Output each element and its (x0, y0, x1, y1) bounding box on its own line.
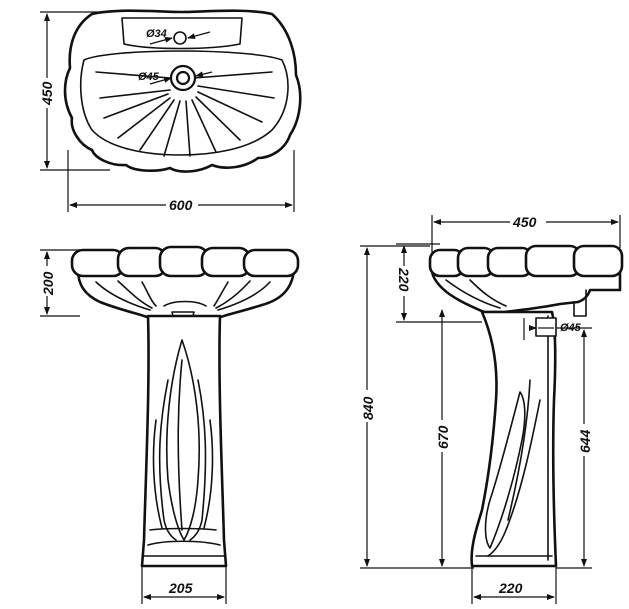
side-view-rim-scallops (428, 244, 624, 278)
front-view-bowl-ribs (95, 280, 271, 311)
top-view-drain-hole-label: Ø45 (138, 71, 160, 83)
top-view-tap-hole (173, 31, 187, 45)
top-view-depth-label: 450 (39, 81, 55, 106)
side-view-total-height-label: 840 (360, 396, 376, 420)
side-view-depth-label: 450 (512, 214, 537, 230)
front-view-leaf-ornament (147, 339, 221, 546)
front-view-basin-height-label: 200 (40, 271, 56, 296)
top-view-fan-ribs (95, 71, 275, 157)
top-view-drain-inner (175, 70, 191, 86)
front-view-pedestal-width-label: 205 (168, 580, 193, 596)
side-view-leaf-ornament (475, 379, 553, 557)
side-view-base-width-label: 220 (498, 580, 523, 596)
front-view-rim-scallops (70, 245, 300, 278)
side-view-drain-label: Ø45 (560, 322, 582, 334)
side-view-pedestal-height-label: 670 (435, 425, 451, 449)
side-view-bowl-height-label: 220 (396, 267, 412, 292)
side-view: 450 220 840 670 644 Ø45 220 (358, 213, 624, 604)
top-view-width-label: 600 (169, 197, 193, 213)
top-view-tap-hole-label: Ø34 (146, 28, 167, 40)
top-view-tap-deck (121, 17, 243, 50)
front-view: 200 205 (38, 245, 300, 604)
top-view-basin-outline (63, 9, 302, 173)
side-view-pedestal (470, 310, 558, 568)
top-view: Ø34 Ø45 450 600 (38, 9, 302, 214)
side-view-drain-height-label: 644 (577, 429, 593, 453)
top-view-bowl-rim (79, 50, 289, 156)
